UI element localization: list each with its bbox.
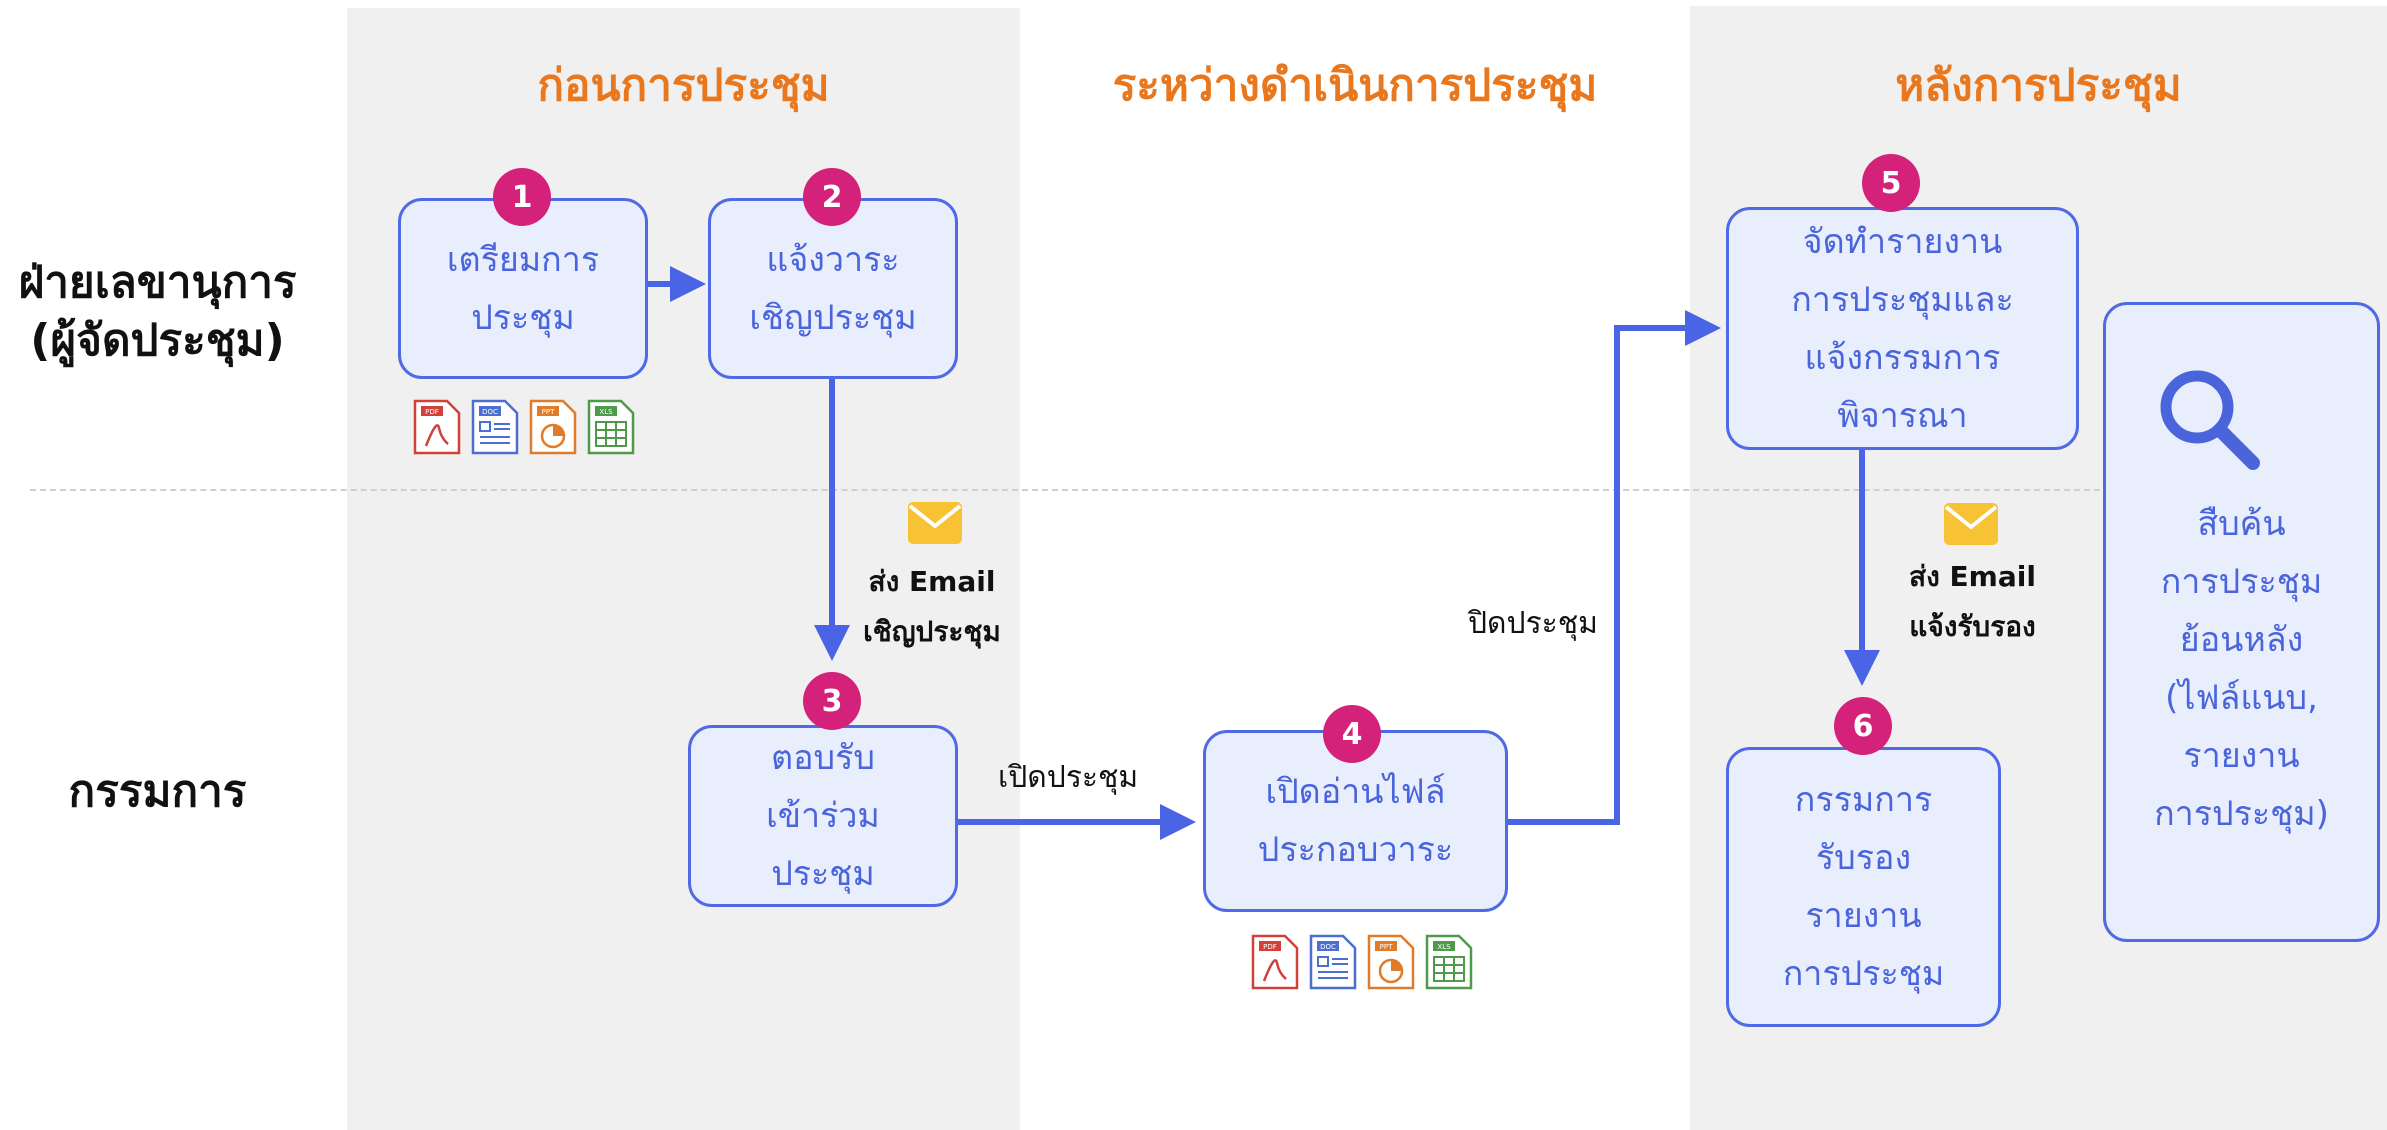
ppt-file-icon: PPT	[1367, 934, 1415, 990]
invite-email-note-line: เชิญประชุม	[863, 615, 1001, 648]
file-type-label: DOC	[482, 408, 498, 416]
file-type-label: PDF	[425, 408, 439, 416]
step-2-box[interactable]: แจ้งวาระ เชิญประชุม	[708, 198, 958, 379]
close-meeting-label: ปิดประชุม	[1468, 606, 1598, 641]
step-3-text: ตอบรับ	[771, 738, 875, 778]
step-5-text: แจ้งกรรมการ	[1804, 337, 2001, 378]
step-3-box[interactable]: ตอบรับ เข้าร่วม ประชุม	[688, 725, 958, 907]
step-5-box[interactable]: จัดทำรายงาน การประชุมและ แจ้งกรรมการ พิจ…	[1726, 207, 2079, 450]
step-3-text: เข้าร่วม	[766, 796, 880, 836]
step-6-text: กรรมการ	[1794, 780, 1933, 820]
mail-icon	[1944, 503, 1998, 545]
certify-email-note-line: แจ้งรับรอง	[1909, 610, 2036, 643]
step-6-box[interactable]: กรรมการ รับรอง รายงาน การประชุม	[1726, 747, 2001, 1027]
column-band-before	[347, 8, 1020, 1130]
step-4-text: เปิดอ่านไฟล์	[1265, 772, 1446, 812]
invite-email-note-line: ส่ง Email	[868, 565, 996, 598]
lane-divider	[30, 489, 2100, 491]
step-3-text: ประชุม	[771, 854, 875, 894]
step-6-text: รับรอง	[1815, 838, 1912, 878]
file-icons-step4: PDF DOC PPT XLS	[1250, 933, 1474, 991]
row-label-secretary-line: (ผู้จัดประชุม)	[30, 315, 285, 366]
row-label-committee: กรรมการ	[68, 766, 247, 817]
column-title-before: ก่อนการประชุม	[537, 60, 830, 111]
step-5-number-badge: 5	[1862, 154, 1920, 212]
step-5-text: การประชุมและ	[1791, 279, 2014, 320]
step-1-box[interactable]: เตรียมการ ประชุม	[398, 198, 648, 379]
xls-file-icon: XLS	[1425, 934, 1473, 990]
step-1-text: เตรียมการ	[446, 239, 600, 280]
step-2-text: เชิญประชุม	[749, 297, 917, 338]
step-2-number-badge: 2	[803, 168, 861, 226]
ppt-file-icon: PPT	[529, 399, 577, 455]
search-archive-text: (ไฟล์แนบ,	[2165, 678, 2318, 718]
step-6-number-badge: 6	[1834, 697, 1892, 755]
row-label-secretary: ฝ่ายเลขานุการ (ผู้จัดประชุม)	[0, 254, 315, 370]
doc-file-icon: DOC	[1309, 934, 1357, 990]
file-type-label: XLS	[1437, 943, 1451, 951]
doc-file-icon: DOC	[471, 399, 519, 455]
step-1-number-badge: 1	[493, 168, 551, 226]
pdf-file-icon: PDF	[413, 399, 461, 455]
column-title-during: ระหว่างดำเนินการประชุม	[1112, 60, 1598, 111]
file-type-label: PPT	[1380, 943, 1393, 951]
step-2-text: แจ้งวาระ	[766, 239, 900, 280]
step-1-text: ประชุม	[471, 297, 575, 338]
row-label-secretary-line: ฝ่ายเลขานุการ	[18, 257, 297, 308]
file-type-label: PDF	[1263, 943, 1277, 951]
search-archive-text: การประชุม)	[2154, 794, 2329, 834]
pdf-file-icon: PDF	[1251, 934, 1299, 990]
open-meeting-label: เปิดประชุม	[998, 760, 1139, 795]
step-5-text: จัดทำรายงาน	[1802, 221, 2003, 262]
xls-file-icon: XLS	[587, 399, 635, 455]
file-type-label: DOC	[1320, 943, 1336, 951]
search-archive-text: การประชุม	[2160, 562, 2323, 602]
certify-email-note: ส่ง Email แจ้งรับรอง	[1880, 552, 2065, 652]
search-archive-text: ย้อนหลัง	[2179, 620, 2304, 660]
search-archive-text: รายงาน	[2183, 736, 2300, 776]
search-icon	[2160, 370, 2260, 470]
search-archive-text: สืบค้น	[2197, 504, 2286, 544]
certify-email-note-line: ส่ง Email	[1909, 560, 2036, 593]
step-4-text: ประกอบวาระ	[1257, 830, 1454, 870]
column-title-after: หลังการประชุม	[1895, 60, 2182, 111]
step-3-number-badge: 3	[803, 672, 861, 730]
step-4-number-badge: 4	[1323, 705, 1381, 763]
file-type-label: PPT	[542, 408, 555, 416]
arrow-step4-to-step5	[1507, 310, 1721, 825]
file-icons-step1: PDF DOC PPT XLS	[412, 398, 636, 456]
invite-email-note: ส่ง Email เชิญประชุม	[842, 557, 1022, 657]
step-6-text: รายงาน	[1805, 896, 1922, 936]
file-type-label: XLS	[599, 408, 613, 416]
step-5-text: พิจารณา	[1837, 395, 1968, 436]
search-archive-box[interactable]: สืบค้น การประชุม ย้อนหลัง (ไฟล์แนบ, รายง…	[2103, 302, 2380, 942]
mail-icon	[908, 502, 962, 544]
step-6-text: การประชุม	[1782, 954, 1945, 994]
